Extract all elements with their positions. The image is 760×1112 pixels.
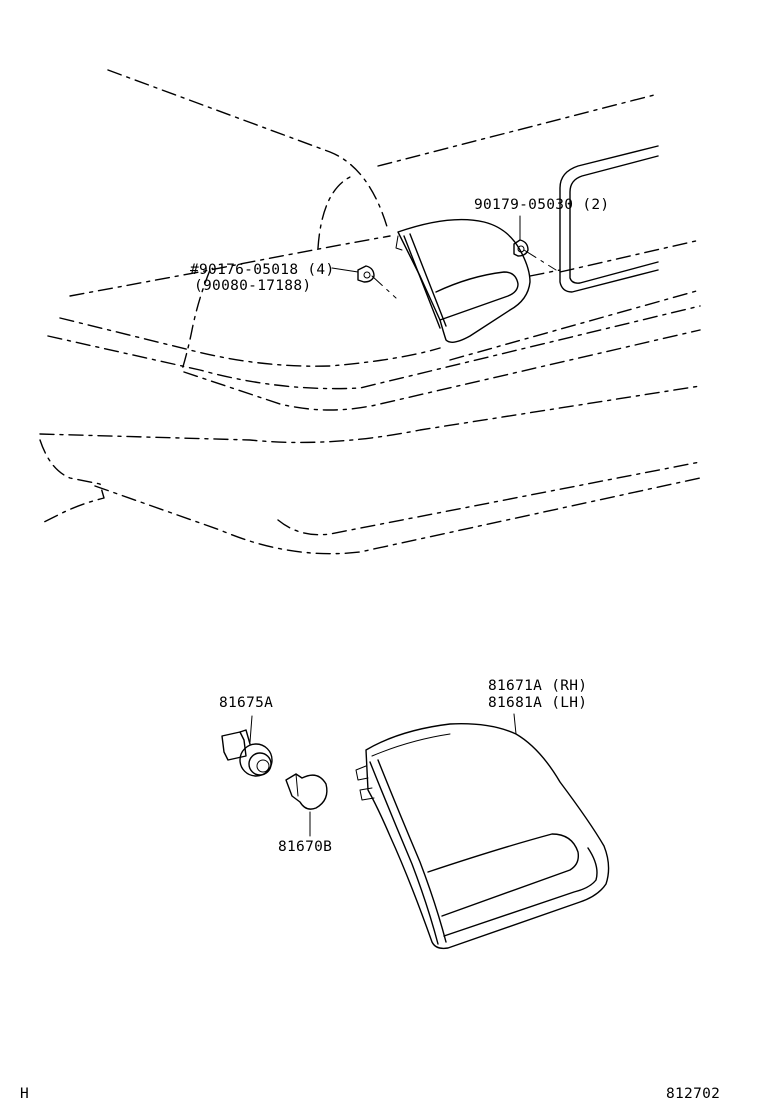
screw-left	[357, 265, 375, 283]
socket-label: 81675A	[219, 695, 273, 711]
screw-right	[513, 239, 529, 257]
rear-lamp-assembly	[355, 713, 610, 950]
screw-left-leader	[331, 267, 359, 273]
lamp-rh-label: 81671A (RH)	[488, 678, 587, 694]
screw-left-alt-label: (90080-17188)	[194, 278, 311, 294]
vehicle-rear-outline	[39, 69, 701, 555]
footer-left-code: H	[20, 1086, 29, 1102]
screw-top-right-label: 90179-05030 (2)	[474, 197, 609, 213]
screw-left-label: #90176-05018 (4)	[190, 262, 334, 278]
callout-labels: 90179-05030 (2) #90176-05018 (4) (90080-…	[190, 197, 609, 855]
installed-tail-lamp	[371, 218, 557, 343]
bulb-label: 81670B	[278, 839, 332, 855]
bulb-socket	[221, 715, 273, 777]
wedge-bulb	[285, 773, 328, 837]
lamp-lh-label: 81681A (LH)	[488, 695, 587, 711]
diagram-number: 812702	[666, 1086, 720, 1102]
